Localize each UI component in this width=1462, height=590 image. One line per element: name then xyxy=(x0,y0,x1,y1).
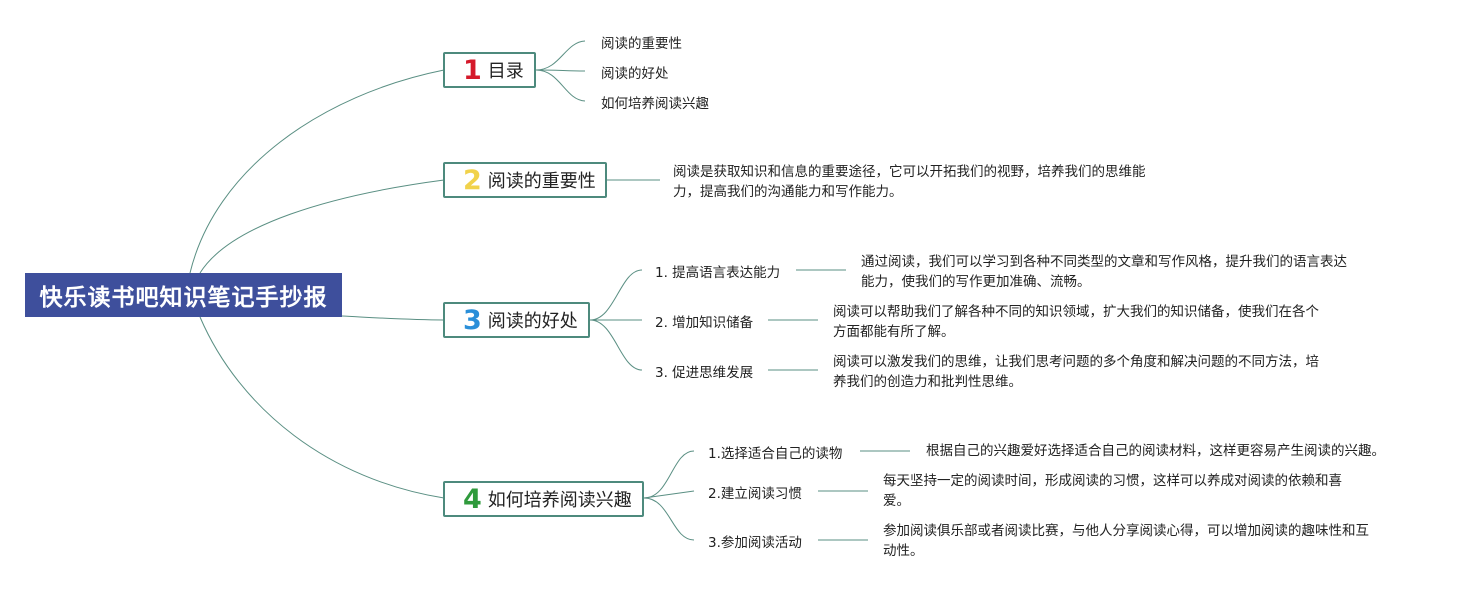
number-1-icon: 1 xyxy=(463,54,482,86)
branch-1-item-1[interactable]: 阅读的重要性 xyxy=(601,36,682,52)
branch-2-label: 阅读的重要性 xyxy=(487,171,596,192)
branch-4-item-3-description: 参加阅读俱乐部或者阅读比赛，与他人分享阅读心得，可以增加阅读的趣味性和互动性。 xyxy=(883,523,1369,559)
branch-1-item-3[interactable]: 如何培养阅读兴趣 xyxy=(601,96,709,112)
branch-4-item-3[interactable]: 3.参加阅读活动 xyxy=(708,535,802,551)
link-b4-i1 xyxy=(643,450,695,499)
branch-2-description: 阅读是获取知识和信息的重要途径，它可以开拓我们的视野，培养我们的思维能力，提高我… xyxy=(673,164,1146,200)
branch-3-node[interactable]: 3 阅读的好处 xyxy=(443,302,590,338)
branch-3-item-1[interactable]: 1. 提高语言表达能力 xyxy=(655,265,781,281)
number-3-icon: 3 xyxy=(463,304,482,336)
link-b3-i1 xyxy=(589,269,643,321)
link-b1-l2 xyxy=(535,69,586,72)
branch-1-item-2[interactable]: 阅读的好处 xyxy=(601,66,669,82)
branch-3-item-1-description: 通过阅读，我们可以学习到各种不同类型的文章和写作风格，提升我们的语言表达能力，使… xyxy=(861,254,1347,290)
link-b4-i2 xyxy=(643,490,695,499)
branch-3-item-2[interactable]: 2. 增加知识储备 xyxy=(655,315,754,331)
branch-1-label: 目录 xyxy=(487,61,524,82)
link-root-branch-3 xyxy=(341,315,445,321)
branch-1-node[interactable]: 1 目录 xyxy=(443,52,536,88)
link-root-branch-1 xyxy=(189,69,445,274)
number-4-icon: 4 xyxy=(463,483,482,515)
link-root-branch-2 xyxy=(199,179,445,274)
branch-3-item-2-description: 阅读可以帮助我们了解各种不同的知识领域，扩大我们的知识储备，使我们在各个方面都能… xyxy=(833,304,1319,340)
branch-4-label: 如何培养阅读兴趣 xyxy=(487,490,632,511)
root-node[interactable]: 快乐读书吧知识笔记手抄报 xyxy=(25,273,342,317)
link-root-branch-4 xyxy=(199,316,445,499)
branch-3-item-3-description: 阅读可以激发我们的思维，让我们思考问题的多个角度和解决问题的不同方法，培养我们的… xyxy=(833,354,1319,390)
link-b3-i3 xyxy=(589,319,643,371)
branch-4-item-2[interactable]: 2.建立阅读习惯 xyxy=(708,486,802,502)
branch-4-item-2-description: 每天坚持一定的阅读时间，形成阅读的习惯，这样可以养成对阅读的依赖和喜爱。 xyxy=(883,473,1342,509)
branch-2-node[interactable]: 2 阅读的重要性 xyxy=(443,162,607,198)
link-b4-i3 xyxy=(643,497,695,541)
branch-3-item-3[interactable]: 3. 促进思维发展 xyxy=(655,365,754,381)
branch-4-node[interactable]: 4 如何培养阅读兴趣 xyxy=(443,481,644,517)
link-b1-l1 xyxy=(535,40,586,71)
number-2-icon: 2 xyxy=(463,164,482,196)
branch-3-label: 阅读的好处 xyxy=(487,311,578,332)
link-b1-l3 xyxy=(535,69,586,102)
branch-4-item-1-description: 根据自己的兴趣爱好选择适合自己的阅读材料，这样更容易产生阅读的兴趣。 xyxy=(926,443,1385,459)
branch-4-item-1[interactable]: 1.选择适合自己的读物 xyxy=(708,446,843,462)
